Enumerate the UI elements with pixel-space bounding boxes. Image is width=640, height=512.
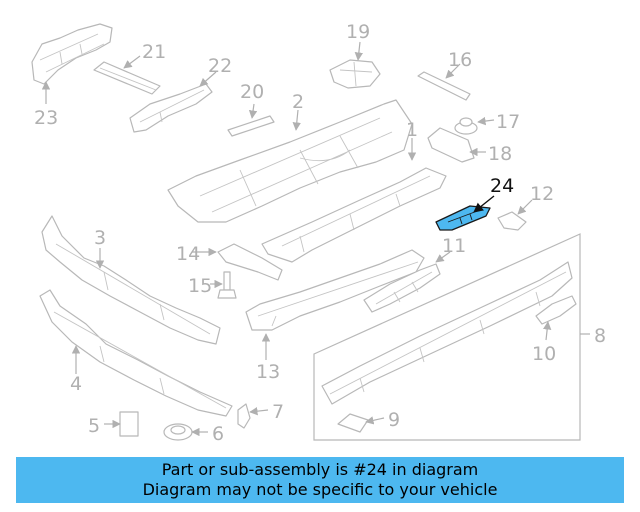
part-18-plate xyxy=(427,127,475,163)
callout-2: 2 xyxy=(292,91,304,113)
part-16-bar xyxy=(417,71,471,101)
part-15-bolt xyxy=(217,271,237,299)
part-22-bracket xyxy=(129,83,213,133)
part-19-bracket xyxy=(329,59,381,89)
callout-8: 8 xyxy=(594,325,606,347)
callout-21: 21 xyxy=(142,41,166,63)
callout-24: 24 xyxy=(490,175,514,197)
callout-7: 7 xyxy=(272,401,284,423)
part-4-lower-member xyxy=(39,289,233,417)
callout-17: 17 xyxy=(496,111,520,133)
callout-3: 3 xyxy=(94,227,106,249)
part-3-side-member xyxy=(41,215,221,345)
part-9-bracket xyxy=(337,413,369,433)
banner-line-2: Diagram may not be specific to your vehi… xyxy=(142,480,498,499)
callout-15: 15 xyxy=(188,275,212,297)
part-5-bracket xyxy=(119,411,139,437)
callout-13: 13 xyxy=(256,361,280,383)
part-8-box xyxy=(313,233,581,441)
callout-22: 22 xyxy=(208,55,232,77)
callout-14: 14 xyxy=(176,243,200,265)
callout-11: 11 xyxy=(442,235,466,257)
callout-5: 5 xyxy=(88,415,100,437)
callout-19: 19 xyxy=(346,21,370,43)
callout-1: 1 xyxy=(406,119,418,141)
info-banner: Part or sub-assembly is #24 in diagram D… xyxy=(16,457,624,503)
banner-line-1: Part or sub-assembly is #24 in diagram xyxy=(161,460,479,479)
callout-16: 16 xyxy=(448,49,472,71)
part-17-grommet xyxy=(454,117,478,135)
callout-6: 6 xyxy=(212,423,224,445)
callout-10: 10 xyxy=(532,343,556,365)
callout-4: 4 xyxy=(70,373,82,395)
part-6-cup xyxy=(163,423,193,441)
part-21-bar xyxy=(93,61,161,95)
part-11-reinforcement xyxy=(363,263,441,313)
callout-9: 9 xyxy=(388,409,400,431)
callout-20: 20 xyxy=(240,81,264,103)
callout-numbers: 23 21 22 20 2 19 16 17 18 1 3 14 15 13 1… xyxy=(34,21,606,445)
part-24-shape[interactable] xyxy=(435,205,491,231)
part-12-bracket xyxy=(497,211,527,231)
callout-12: 12 xyxy=(530,183,554,205)
part-20-strip xyxy=(227,115,275,137)
part-13-rail xyxy=(245,249,425,331)
part-2-front-floor xyxy=(167,99,413,223)
part-23-crossmember xyxy=(31,23,113,85)
parts-diagram: 23 21 22 20 2 19 16 17 18 1 3 14 15 13 1… xyxy=(31,21,606,445)
part-24-highlighted[interactable] xyxy=(435,205,491,231)
part-7-bracket xyxy=(237,403,251,429)
part-1-rear-floor xyxy=(261,167,447,263)
part-14-strip xyxy=(217,243,283,281)
leader-lines xyxy=(41,41,590,437)
part-10-bracket xyxy=(535,295,577,325)
callout-23: 23 xyxy=(34,107,58,129)
callout-18: 18 xyxy=(488,143,512,165)
